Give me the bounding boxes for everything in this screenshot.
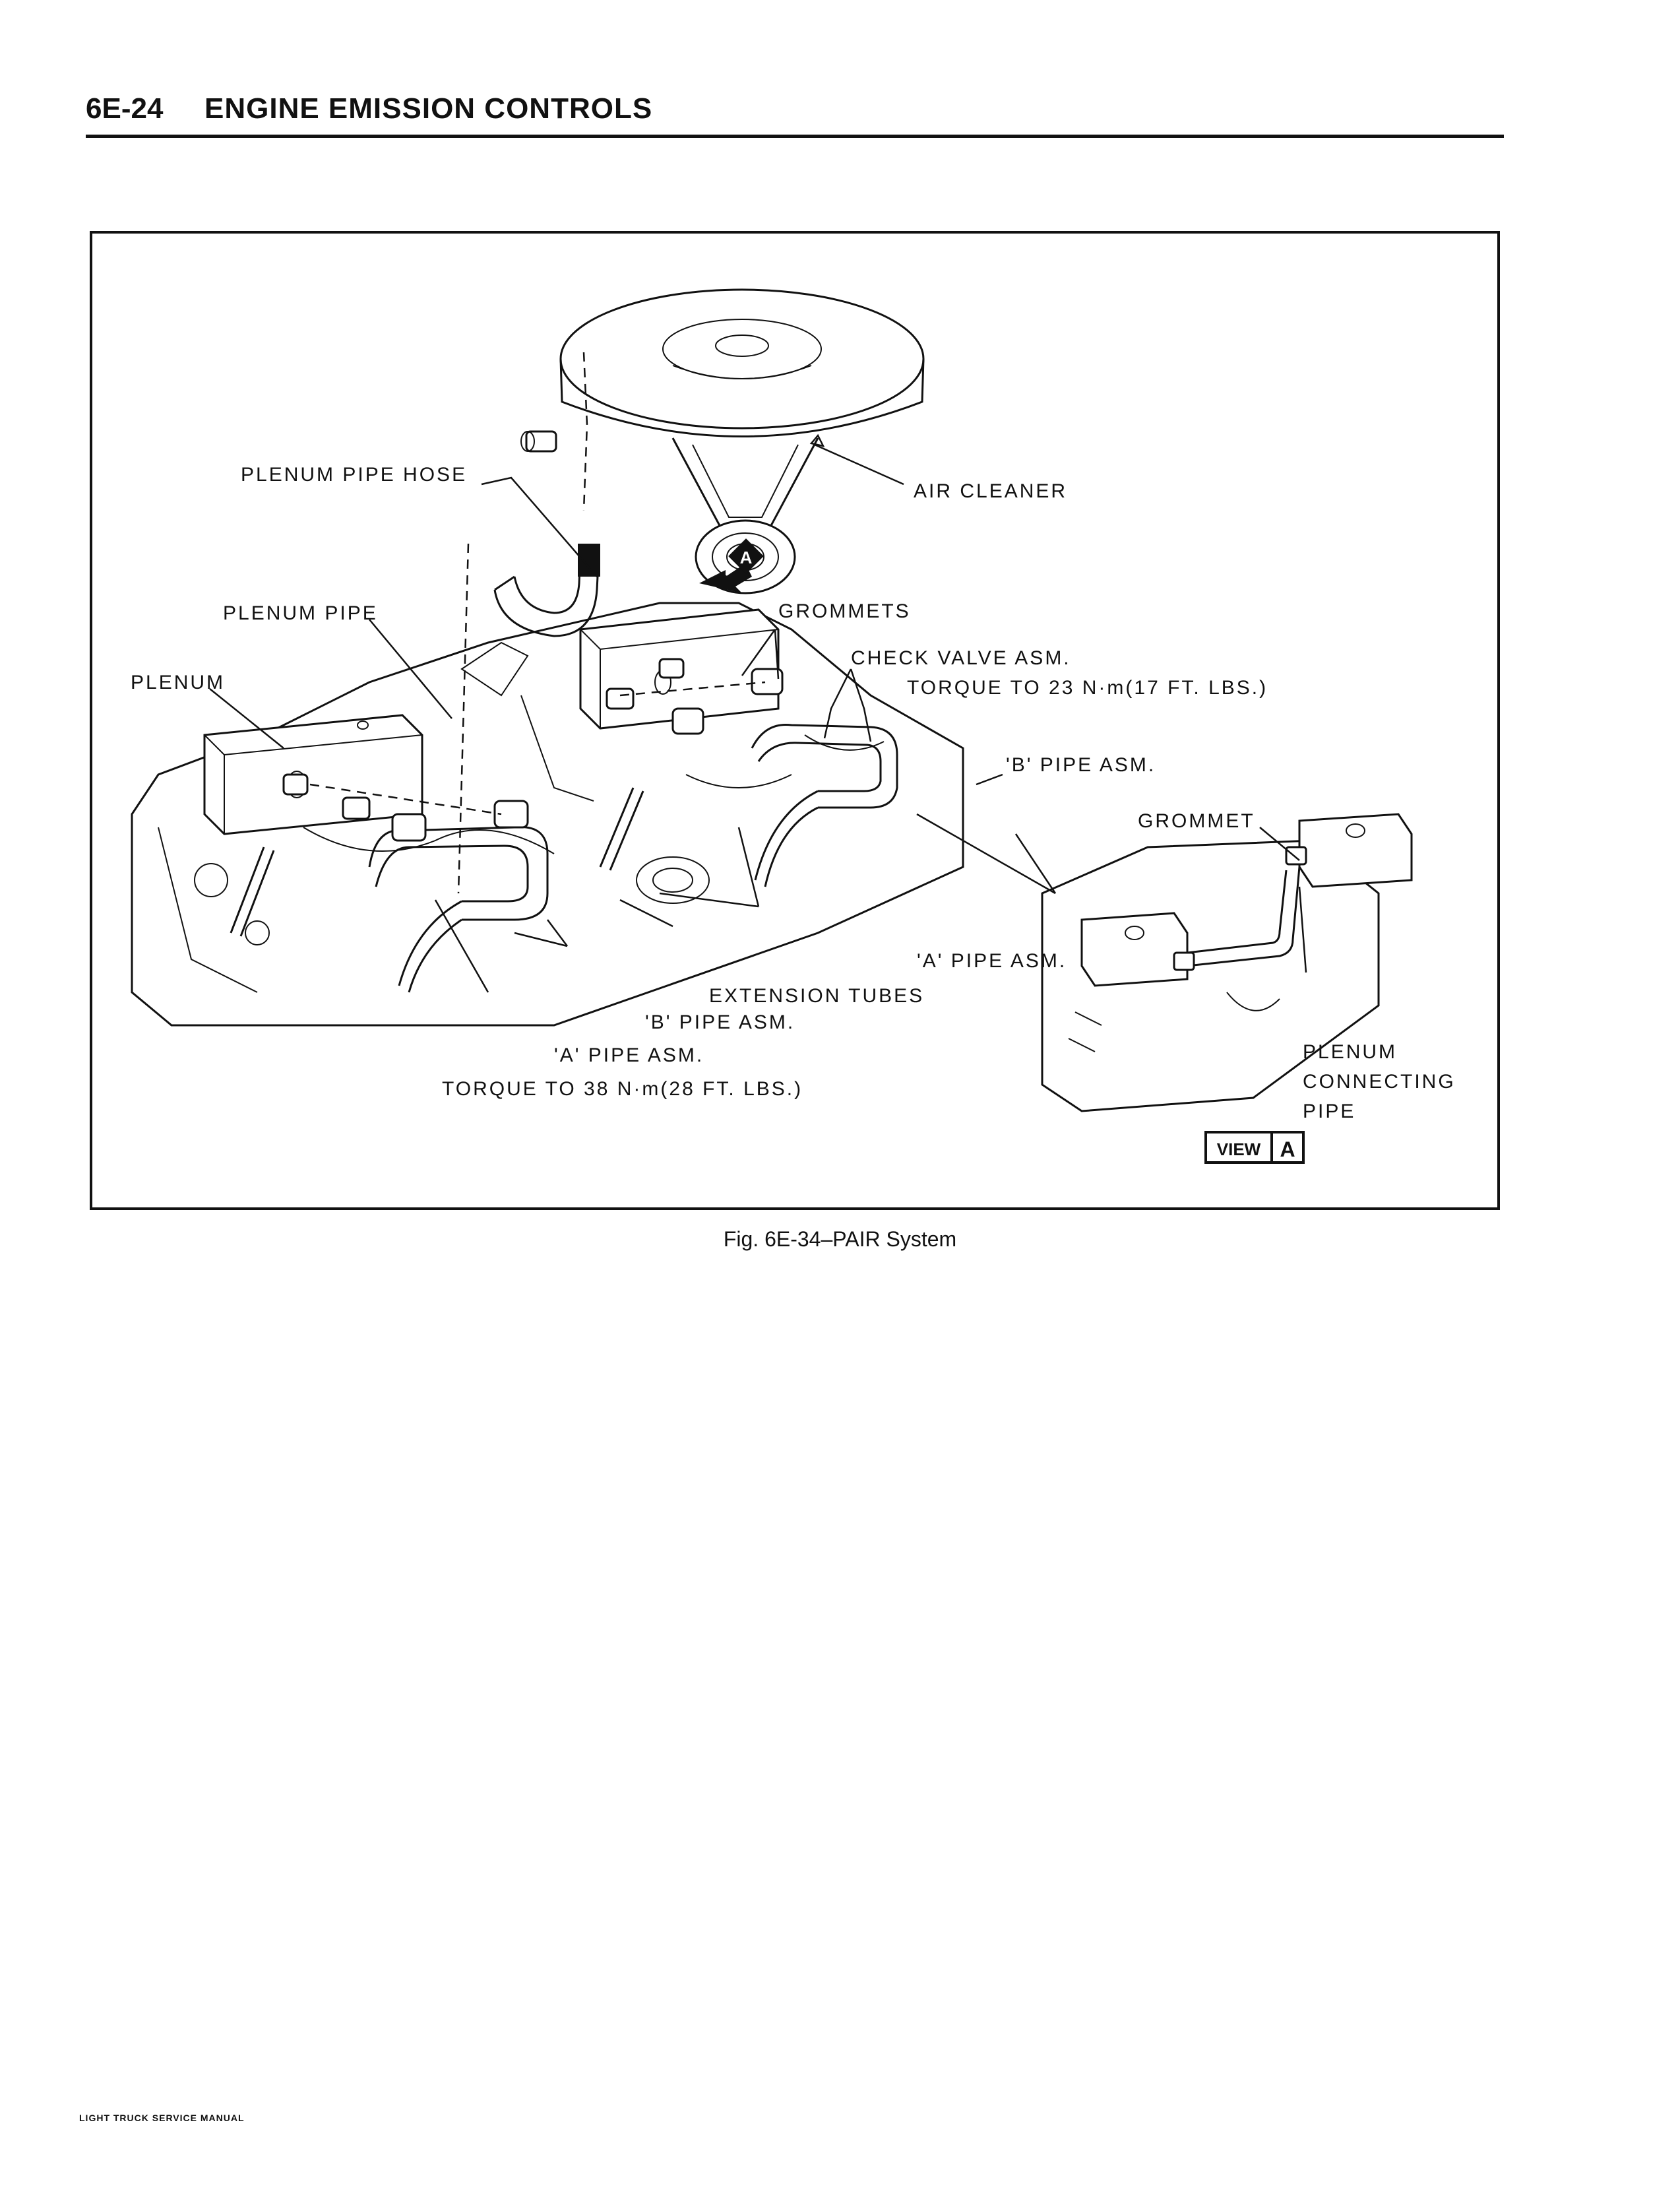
- label-plenum-connecting-3: PIPE: [1303, 1100, 1355, 1122]
- label-air-cleaner: AIR CLEANER: [914, 480, 1067, 502]
- label-torque-38: TORQUE TO 38 N·m(28 FT. LBS.): [442, 1078, 803, 1100]
- label-a-pipe-asm-right: 'A' PIPE ASM.: [917, 950, 1067, 972]
- section-number: 6E-24: [86, 92, 164, 125]
- label-plenum-connecting-2: CONNECTING: [1303, 1071, 1456, 1093]
- label-plenum: PLENUM: [131, 672, 225, 693]
- label-b-pipe-asm-lower: 'B' PIPE ASM.: [645, 1011, 795, 1033]
- page-header: 6E-24 ENGINE EMISSION CONTROLS: [86, 92, 1504, 132]
- view-a-inset-drawing: [1041, 813, 1413, 1112]
- view-tag-letter: A: [1280, 1137, 1295, 1161]
- label-b-pipe-asm-upper: 'B' PIPE ASM.: [1006, 754, 1156, 776]
- view-tag-word: VIEW: [1217, 1139, 1261, 1159]
- header-rule: [86, 135, 1504, 138]
- label-grommet: GROMMET: [1138, 810, 1255, 832]
- label-extension-tubes: EXTENSION TUBES: [709, 985, 924, 1007]
- plenum-pipe-hose-drawing: [457, 543, 600, 894]
- page-title: ENGINE EMISSION CONTROLS: [204, 92, 653, 125]
- label-grommets: GROMMETS: [778, 600, 911, 622]
- direction-arrow-letter: A: [740, 548, 753, 567]
- label-plenum-connecting-1: PLENUM: [1303, 1041, 1397, 1063]
- footer-text: LIGHT TRUCK SERVICE MANUAL: [79, 2113, 245, 2123]
- label-plenum-pipe-hose: PLENUM PIPE HOSE: [241, 464, 467, 486]
- label-check-valve-asm: CHECK VALVE ASM.: [851, 647, 1071, 669]
- label-a-pipe-asm-lower: 'A' PIPE ASM.: [554, 1044, 704, 1066]
- view-a-tag: VIEW A: [1204, 1131, 1305, 1164]
- leader-lines: [209, 433, 1307, 993]
- figure-caption: Fig. 6E-34–PAIR System: [723, 1227, 957, 1251]
- figure-frame: A PLENUM PIPE HOSE AIR CL: [90, 231, 1500, 1210]
- pair-system-diagram: A PLENUM PIPE HOSE AIR CL: [131, 288, 1456, 1164]
- label-plenum-pipe: PLENUM PIPE: [223, 602, 378, 624]
- engine-drawing: [131, 602, 964, 1027]
- label-torque-23: TORQUE TO 23 N·m(17 FT. LBS.): [907, 677, 1268, 699]
